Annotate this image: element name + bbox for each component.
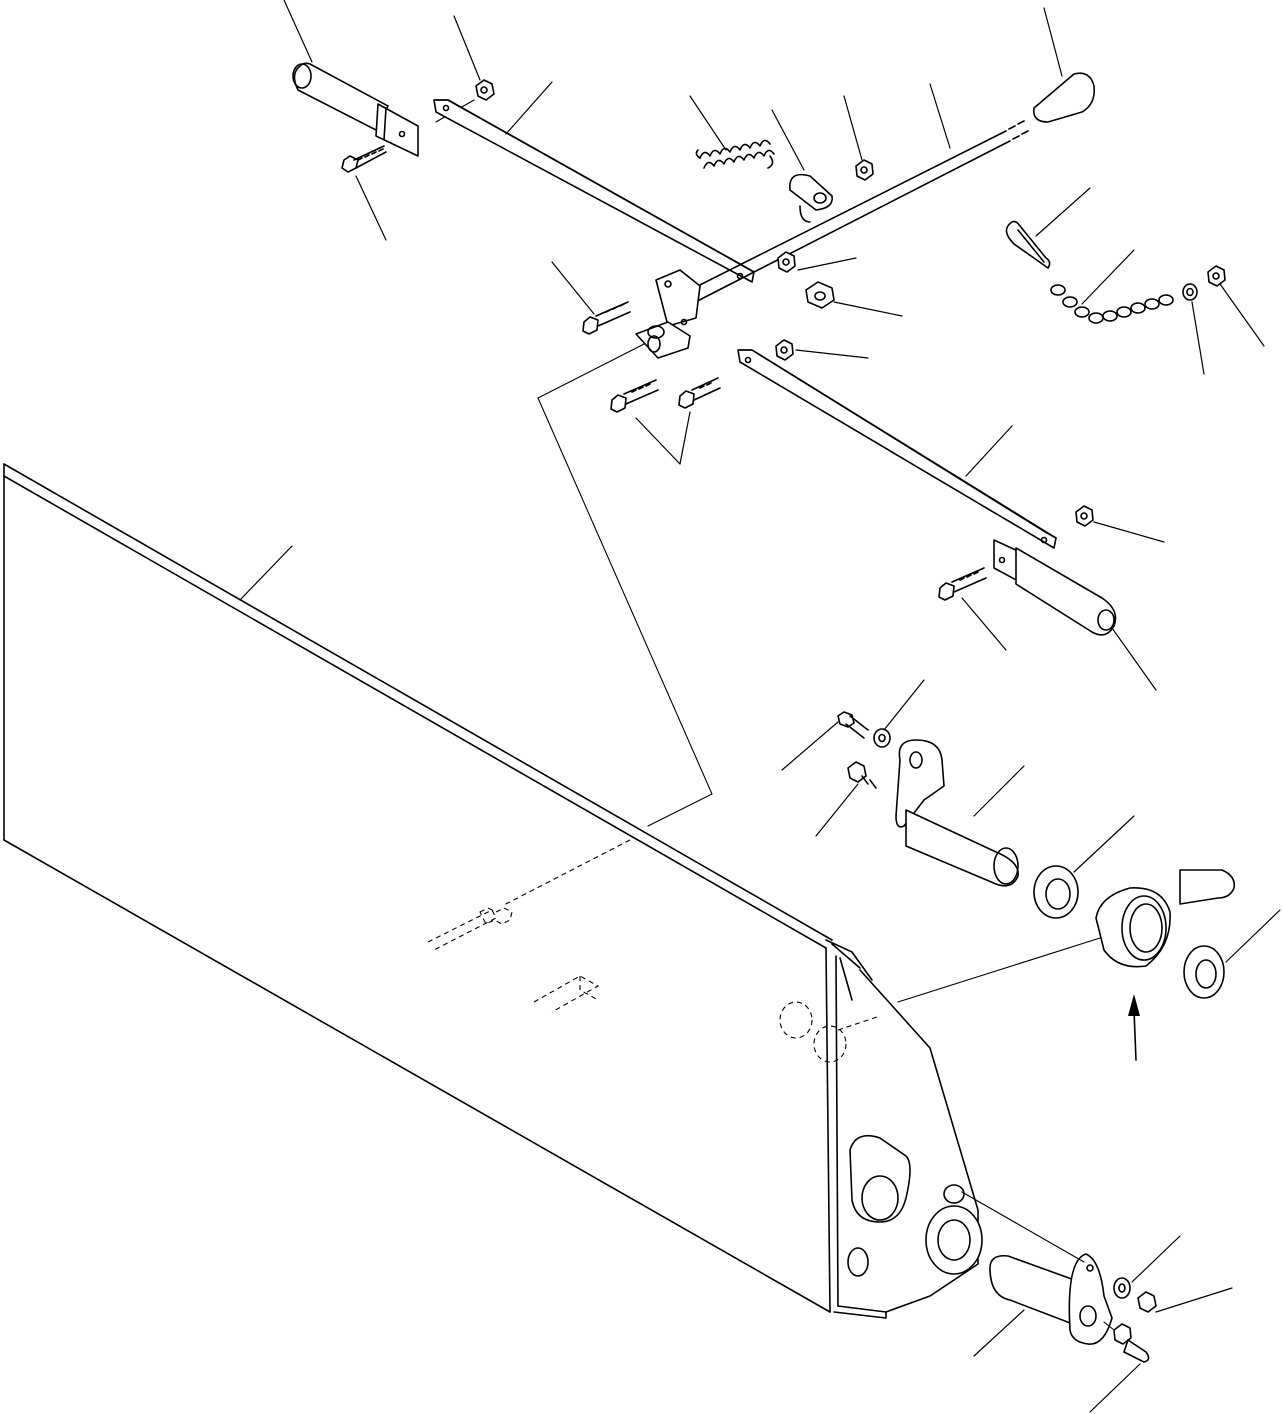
- control-rod: [669, 120, 1029, 313]
- bracket-nut: [775, 251, 835, 361]
- lever-plate: [789, 173, 833, 223]
- locknut: [435, 79, 495, 123]
- bracket-bolt: [582, 301, 631, 335]
- grease-fitting: [1103, 1321, 1150, 1363]
- chain-nut: [1207, 265, 1226, 287]
- bushing-eye: [1095, 869, 1236, 1061]
- bucket-side-plate: [3, 463, 983, 1319]
- callout-leaders: [239, 0, 1281, 1413]
- handle-knob: [1032, 72, 1096, 123]
- assembly-guide-lines: [501, 339, 1101, 1031]
- locknut-small: [855, 159, 874, 181]
- washer-small: [1182, 283, 1198, 301]
- lock-pin-right: [938, 539, 1117, 636]
- link-bar-lower: [737, 349, 1057, 549]
- pivot-pin-lower: [961, 1191, 1157, 1345]
- lock-bolt-left: [341, 145, 387, 173]
- thrust-washer: [1033, 865, 1225, 999]
- chain: [1050, 284, 1174, 324]
- handle-grip-left: [292, 62, 419, 157]
- clevis-bolts: [610, 377, 721, 413]
- nut-small: [1075, 505, 1094, 527]
- clevis-bracket: [635, 269, 701, 359]
- cotter-pin: [1005, 220, 1051, 269]
- spring: [695, 139, 775, 169]
- pivot-pin-upper: [837, 711, 1019, 887]
- link-bar-upper: [433, 99, 755, 283]
